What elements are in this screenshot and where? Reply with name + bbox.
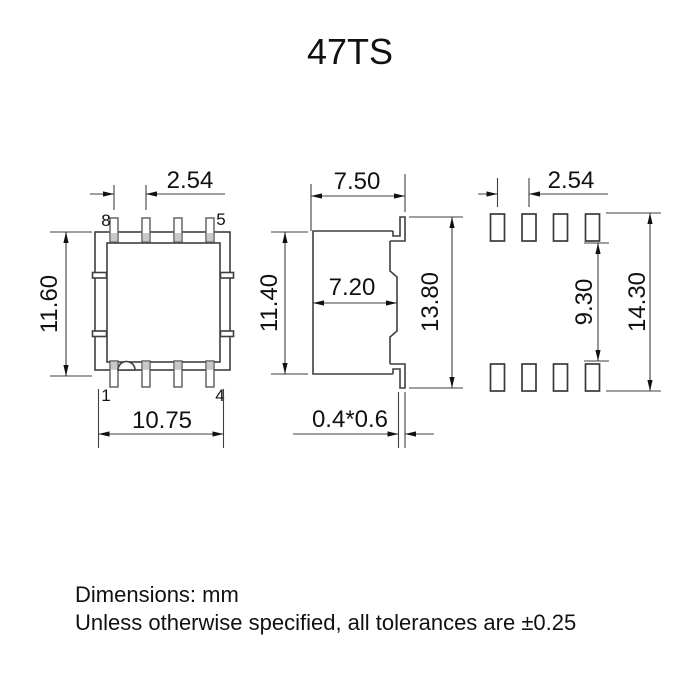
dim-label: 7.20 [329,274,376,301]
note-units: Dimensions: mm [75,582,239,607]
dim-side-overall-height: 13.80 [409,216,463,389]
package-body-outline [94,231,231,371]
footprint-pads-bottom [489,363,601,392]
top-view: 8 5 1 4 2.54 11.60 [36,167,235,448]
side-notch [91,330,108,338]
dim-footprint-pad-pitch: 2.54 [478,167,608,207]
side-notch [91,271,108,279]
footprint-pads-top [489,213,601,242]
bottom-pins [109,360,215,388]
dim-top-body-height: 11.60 [36,231,92,377]
notes-block: Dimensions: mm Unless otherwise specifie… [75,582,576,635]
footprint-view: 2.54 9.30 14.30 [478,167,661,392]
dim-side-lead-size: 0.4*0.6 [293,392,434,448]
dim-side-body-width: 7.20 [313,274,397,306]
pin-number-5: 5 [216,210,225,229]
pin-number-4: 4 [215,386,224,405]
top-pins [109,217,215,243]
dim-side-body-height: 11.40 [256,231,308,375]
dim-label: 9.30 [571,279,598,326]
dim-top-body-width: 10.75 [97,389,225,448]
side-top-lead [390,216,406,242]
dim-label: 13.80 [417,272,444,332]
dim-top-pin-pitch: 2.54 [90,167,225,210]
package-core-outline [106,242,221,363]
dim-side-top-width: 7.50 [310,168,406,231]
dim-label: 7.50 [334,168,381,195]
side-bottom-lead [390,363,406,389]
dim-footprint-outer-span: 14.30 [606,212,661,392]
side-notch [219,330,235,338]
dim-label: 11.60 [36,275,63,333]
dim-label: 2.54 [167,167,214,194]
pin1-index-arc [117,360,136,371]
side-body-right-edge [389,241,398,364]
drawing-title: 47TS [307,31,393,72]
note-tolerance: Unless otherwise specified, all toleranc… [75,610,576,635]
dim-label: 11.40 [256,274,283,332]
pin-number-8: 8 [101,211,110,230]
dim-label: 10.75 [132,407,192,434]
dim-label: 0.4*0.6 [312,406,388,433]
dim-footprint-inner-span: 9.30 [571,242,609,362]
side-notch [219,271,235,279]
side-view: 7.50 7.20 11.40 13.80 [256,168,463,448]
dim-label: 14.30 [624,272,651,332]
pin-number-1: 1 [101,386,110,405]
dim-label: 2.54 [548,167,595,194]
